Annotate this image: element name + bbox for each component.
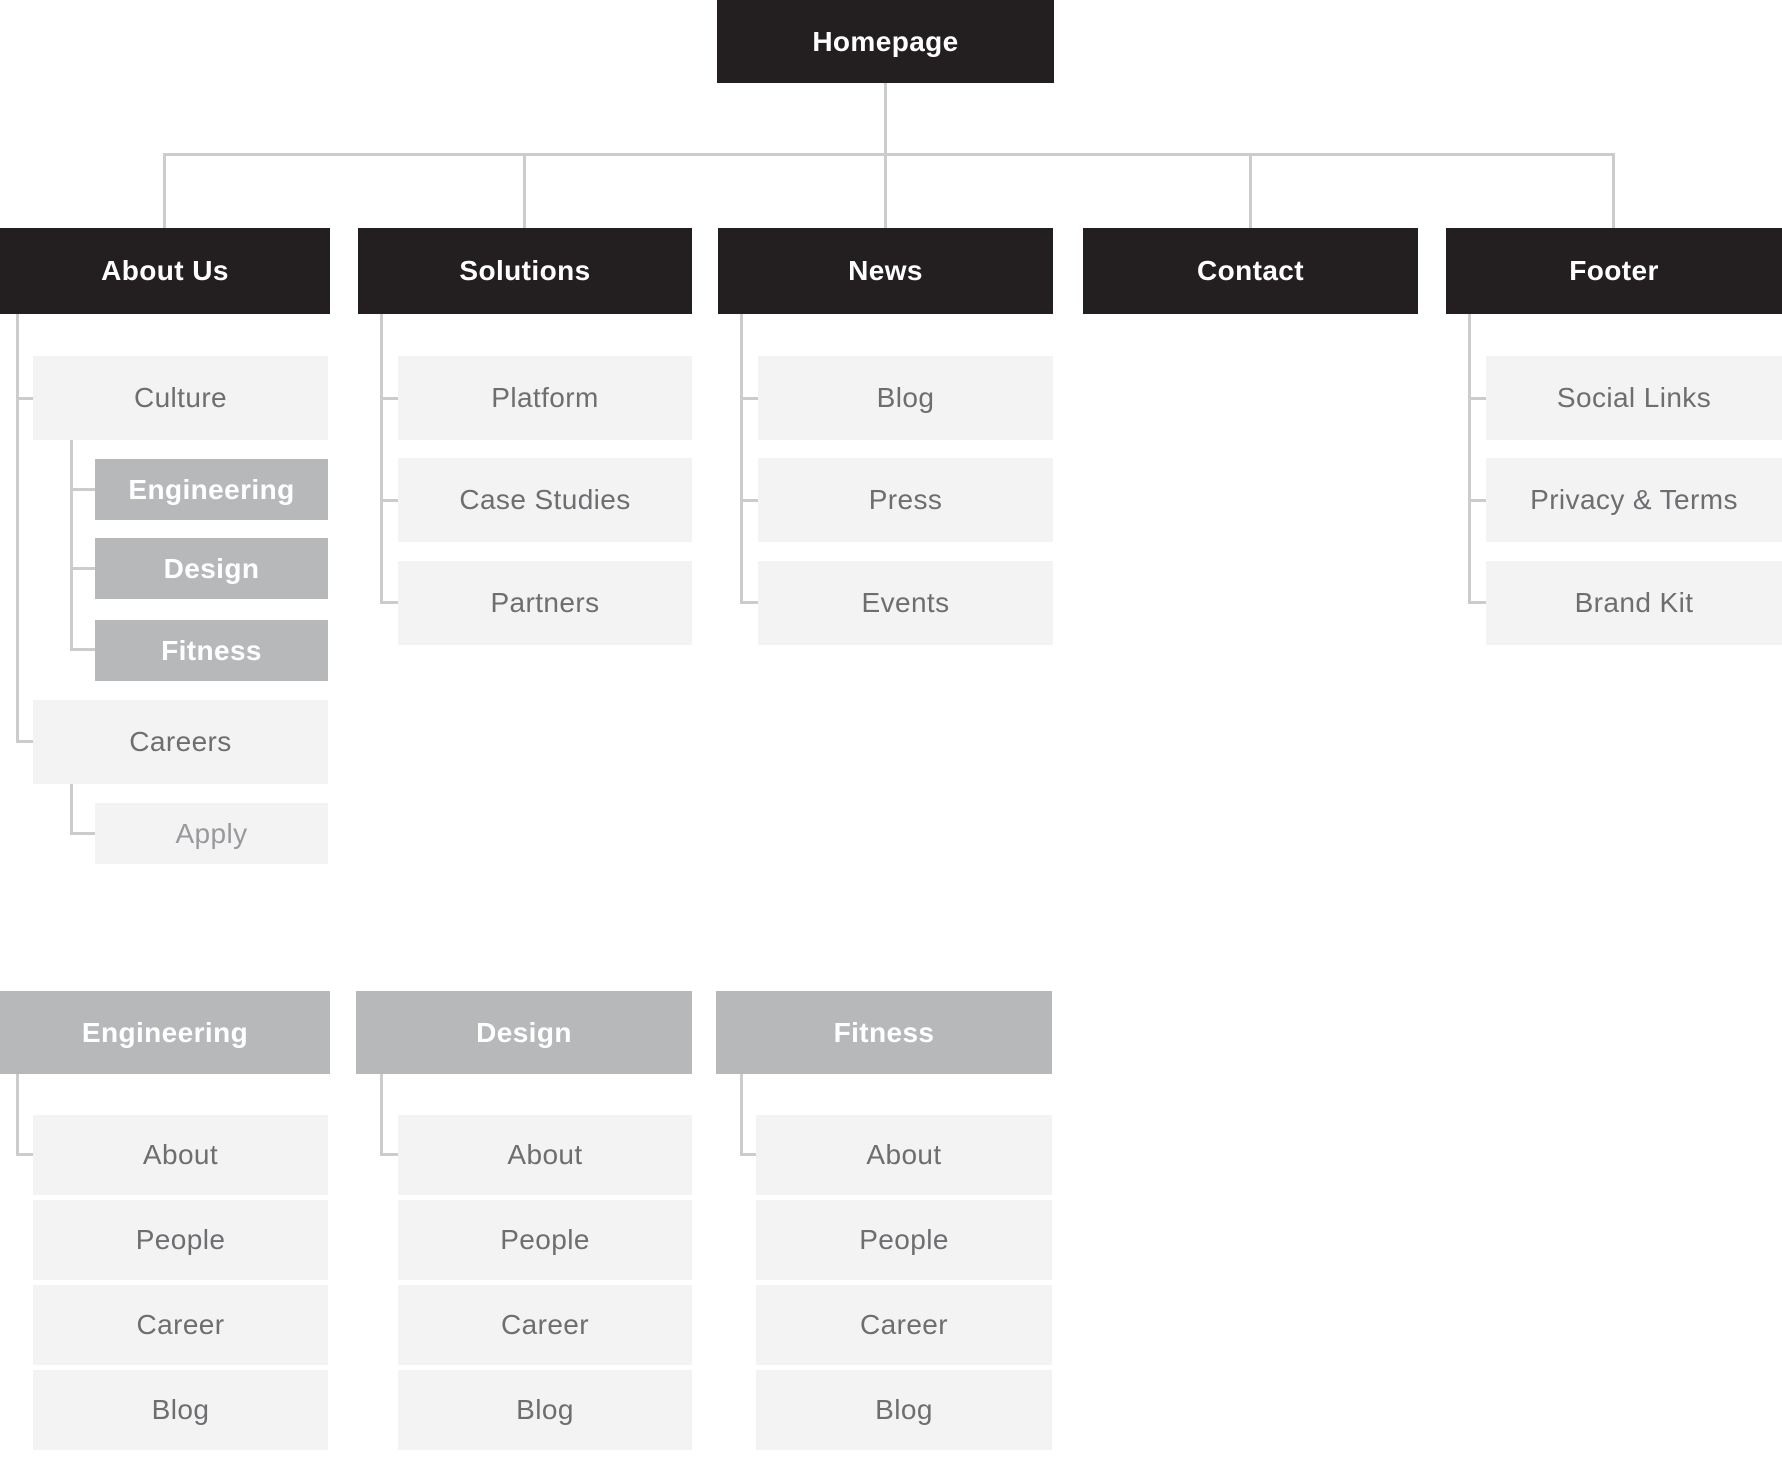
node-news[interactable]: News [718, 228, 1053, 314]
node-design-blog[interactable]: Blog [398, 1370, 692, 1450]
node-case-studies[interactable]: Case Studies [398, 458, 692, 542]
connector-drop-solutions [523, 153, 526, 228]
node-contact[interactable]: Contact [1083, 228, 1418, 314]
node-engineering-people[interactable]: People [33, 1200, 328, 1280]
node-fitness-blog[interactable]: Blog [756, 1370, 1052, 1450]
node-fitness-career[interactable]: Career [756, 1285, 1052, 1365]
connector-stub-careers [16, 740, 36, 743]
node-fitness-group[interactable]: Fitness [716, 991, 1052, 1074]
node-culture-fitness[interactable]: Fitness [95, 620, 328, 681]
connector-stub-fitness-about [740, 1153, 759, 1156]
node-design-people[interactable]: People [398, 1200, 692, 1280]
connector-stub-events [740, 601, 761, 604]
node-footer[interactable]: Footer [1446, 228, 1782, 314]
node-engineering-group[interactable]: Engineering [0, 991, 330, 1074]
node-blog[interactable]: Blog [758, 356, 1053, 440]
connector-fitness-group-vertical [740, 1074, 743, 1155]
connector-stub-press [740, 499, 761, 502]
connector-stub-social-links [1468, 397, 1489, 400]
connector-stub-engineering [70, 488, 98, 491]
node-engineering-blog[interactable]: Blog [33, 1370, 328, 1450]
node-design-about[interactable]: About [398, 1115, 692, 1195]
node-culture-design[interactable]: Design [95, 538, 328, 599]
connector-stub-culture [16, 397, 36, 400]
connector-stub-apply [70, 832, 98, 835]
connector-stub-case-studies [380, 499, 401, 502]
node-design-group[interactable]: Design [356, 991, 692, 1074]
node-events[interactable]: Events [758, 561, 1053, 645]
connector-solutions-vertical [380, 314, 383, 604]
node-social-links[interactable]: Social Links [1486, 356, 1782, 440]
node-culture-engineering[interactable]: Engineering [95, 459, 328, 520]
connector-stub-privacy-terms [1468, 499, 1489, 502]
node-engineering-about[interactable]: About [33, 1115, 328, 1195]
connector-culture-vertical [70, 440, 73, 651]
connector-drop-footer [1612, 153, 1615, 228]
connector-homepage-drop [884, 83, 887, 228]
connector-news-vertical [740, 314, 743, 604]
connector-stub-blog [740, 397, 761, 400]
node-about-us[interactable]: About Us [0, 228, 330, 314]
connector-stub-platform [380, 397, 401, 400]
node-partners[interactable]: Partners [398, 561, 692, 645]
node-apply[interactable]: Apply [95, 803, 328, 864]
connector-engineering-group-vertical [16, 1074, 19, 1155]
connector-footer-vertical [1468, 314, 1471, 604]
connector-top-horizontal [163, 153, 1614, 156]
node-design-career[interactable]: Career [398, 1285, 692, 1365]
connector-stub-design-about [380, 1153, 401, 1156]
node-press[interactable]: Press [758, 458, 1053, 542]
connector-careers-vertical [70, 784, 73, 835]
connector-about-vertical [16, 314, 19, 743]
connector-stub-engineering-about [16, 1153, 36, 1156]
node-fitness-about[interactable]: About [756, 1115, 1052, 1195]
connector-design-group-vertical [380, 1074, 383, 1155]
node-fitness-people[interactable]: People [756, 1200, 1052, 1280]
connector-drop-contact [1249, 153, 1252, 228]
node-engineering-career[interactable]: Career [33, 1285, 328, 1365]
node-solutions[interactable]: Solutions [358, 228, 692, 314]
connector-stub-brand-kit [1468, 601, 1489, 604]
connector-stub-design [70, 567, 98, 570]
node-privacy-terms[interactable]: Privacy & Terms [1486, 458, 1782, 542]
node-culture[interactable]: Culture [33, 356, 328, 440]
node-careers[interactable]: Careers [33, 700, 328, 784]
connector-stub-fitness [70, 648, 98, 651]
node-homepage[interactable]: Homepage [717, 0, 1054, 83]
connector-stub-partners [380, 601, 401, 604]
node-platform[interactable]: Platform [398, 356, 692, 440]
connector-drop-about [163, 153, 166, 228]
node-brand-kit[interactable]: Brand Kit [1486, 561, 1782, 645]
